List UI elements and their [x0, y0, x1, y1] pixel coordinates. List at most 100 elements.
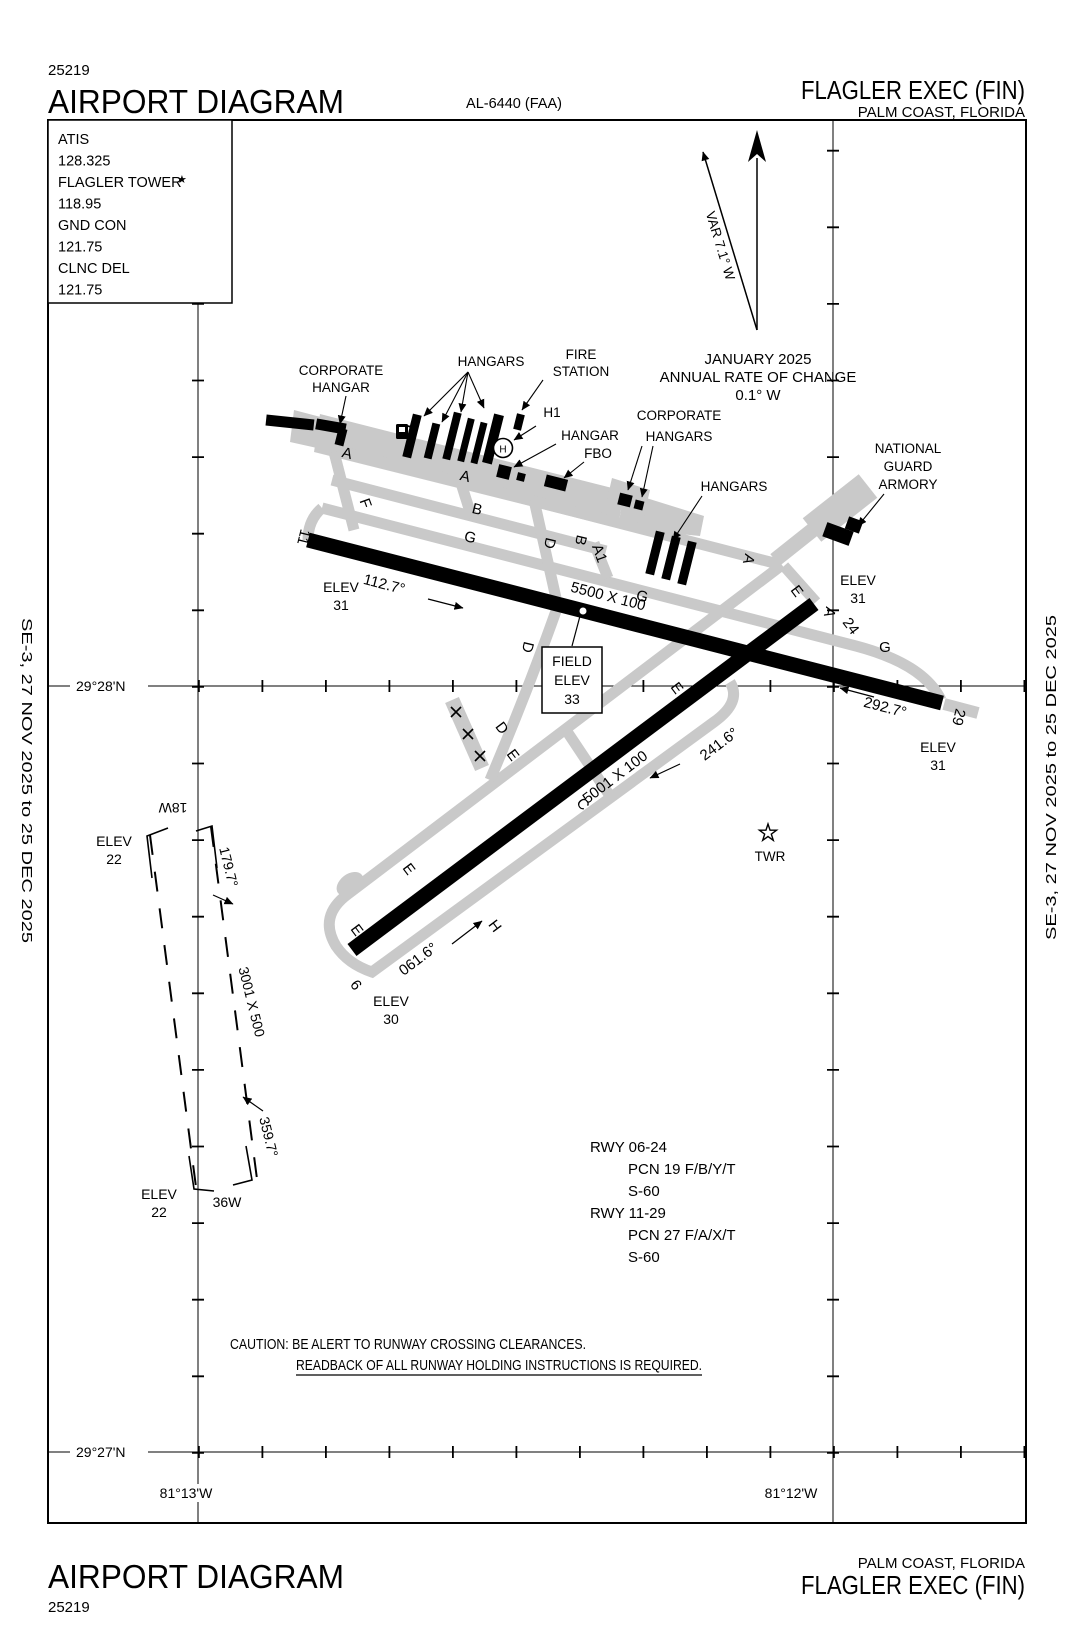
comm-line: 118.95 — [58, 197, 101, 213]
taxiway-label-b: B — [571, 533, 590, 547]
taxiway-label-b: B — [470, 500, 484, 519]
heading-24-arrow — [649, 763, 681, 779]
taxiway-network — [290, 410, 980, 979]
compass-rose: VAR 7.1° W JANUARY 2025 ANNUAL RATE OF C… — [660, 130, 856, 404]
field-elev-value: 33 — [564, 691, 580, 707]
field-elevation-leader — [571, 615, 581, 647]
longitude-label-right: 81°12'W — [765, 1485, 818, 1501]
fire-station-label-2: STATION — [553, 364, 610, 379]
taxiway-label-a: A — [739, 552, 758, 566]
rwy1129-pcn: PCN 27 F/A/X/T — [628, 1227, 736, 1244]
comm-line: CLNC DEL — [58, 261, 130, 277]
header-chart-number: 25219 — [48, 62, 90, 79]
header-airport-name: FLAGLER EXEC (FIN) — [801, 75, 1025, 105]
heading-36: 359.7° — [256, 1115, 281, 1158]
armory-label-3: ARMORY — [878, 477, 937, 492]
buildings — [265, 411, 864, 586]
runway-end-18w: 18W — [158, 800, 188, 816]
latitude-label-top: 29°28'N — [76, 678, 126, 694]
runup-pad — [336, 871, 364, 897]
taxiway-label-g: G — [879, 639, 891, 656]
comm-line: 121.75 — [58, 283, 102, 299]
runway-end-6: 6 — [346, 977, 365, 994]
corporate-hangar-building-3 — [334, 427, 348, 447]
hangar-label: HANGAR — [561, 428, 619, 443]
corporate-hangar-label-2: HANGAR — [312, 380, 370, 395]
true-north-arrowhead-icon — [748, 130, 766, 162]
hangars-nw-label: HANGARS — [458, 354, 525, 369]
connector-b — [454, 478, 478, 520]
taxiway-label-a: A — [458, 467, 472, 486]
taxiway-label-g: G — [462, 528, 477, 547]
graticule — [48, 120, 1026, 1523]
taxiway-label-e: E — [399, 860, 419, 878]
grid-labels: 29°28'N 29°27'N 81°13'W 81°12'W — [70, 677, 824, 1502]
part-time-star-icon: ★ — [177, 174, 187, 186]
corporate-hangars-label-2: HANGARS — [646, 429, 713, 444]
hangar-building — [457, 417, 475, 463]
heading-18: 179.7° — [216, 845, 241, 888]
fbo-label: FBO — [584, 446, 612, 461]
taxiway-g — [320, 502, 946, 703]
elev-18-label: ELEV — [96, 833, 132, 849]
rwy0624-title: RWY 06-24 — [590, 1139, 667, 1156]
magnetic-north-arrow — [701, 151, 758, 331]
hangar-building-south — [496, 464, 512, 480]
armory-building — [822, 522, 854, 546]
right-margin-effective-dates: SE-3, 27 NOV 2025 to 25 DEC 2025 — [1043, 615, 1060, 940]
runway-end-24: 24 — [839, 615, 863, 639]
se-hangar-building — [677, 540, 697, 586]
header-chart-code: AL-6440 (FAA) — [466, 96, 562, 112]
closed-taxiway-x-marks — [450, 706, 486, 762]
comm-line: GND CON — [58, 218, 126, 234]
elev-36-label: ELEV — [141, 1186, 177, 1202]
comm-line: FLAGLER TOWER — [58, 175, 182, 191]
runway-end-11: 11 — [293, 527, 313, 546]
variation-date: JANUARY 2025 — [704, 351, 811, 368]
hangars-se-label: HANGARS — [701, 479, 768, 494]
left-margin-effective-dates: SE-3, 27 NOV 2025 to 25 DEC 2025 — [18, 618, 35, 943]
hangar-building — [470, 421, 488, 465]
page-title: AIRPORT DIAGRAM — [48, 83, 344, 120]
se-hangar-building — [661, 535, 681, 581]
heading-11-arrow — [427, 598, 464, 610]
footer: AIRPORT DIAGRAM 25219 PALM COAST, FLORID… — [48, 1555, 1025, 1616]
taxiway-d-south — [484, 609, 562, 783]
elev-24-label: ELEV — [840, 572, 876, 588]
runway-data-notes: RWY 06-24 PCN 19 F/B/Y/T S-60 RWY 11-29 … — [590, 1139, 736, 1266]
taxiway-label-d: D — [540, 536, 559, 551]
corporate-hangars-building-1 — [617, 492, 633, 508]
hangar-building — [482, 413, 504, 465]
taxiway-d-north — [528, 498, 562, 600]
taxiway-label-g: G — [634, 587, 649, 606]
elev-11-value: 31 — [333, 597, 349, 613]
runway-18w-36w — [146, 824, 258, 1192]
taxiway-a-stub-24 — [779, 562, 821, 606]
elev-18-value: 22 — [106, 851, 122, 867]
corporate-hangars-label-1: CORPORATE — [637, 408, 722, 423]
elev-6-value: 30 — [383, 1011, 399, 1027]
field-elevation-box: FIELD ELEV 33 — [541, 646, 603, 714]
elev-11-label: ELEV — [323, 579, 359, 595]
header: 25219 AIRPORT DIAGRAM AL-6440 (FAA) FLAG… — [48, 62, 1025, 121]
corporate-hangar-building-1 — [265, 414, 315, 431]
rwy1129-strength: S-60 — [628, 1249, 660, 1266]
rate-of-change-value: 0.1° W — [735, 387, 781, 404]
helipad-symbol: H — [492, 437, 514, 459]
helipad-h: H — [499, 445, 506, 456]
threshold-bracket-36w — [188, 1155, 215, 1192]
heading-36-arrow — [242, 1096, 264, 1112]
rwy1129-title: RWY 11-29 — [590, 1205, 666, 1222]
rwy0624-pcn: PCN 19 F/B/Y/T — [628, 1161, 736, 1178]
tower-symbol: TWR — [755, 821, 786, 864]
elev-24-value: 31 — [850, 590, 866, 606]
runway-18w-36w-dimensions: 3001 X 500 — [235, 965, 268, 1039]
comm-line: ATIS — [58, 132, 89, 148]
heading-11: 112.7° — [361, 571, 406, 598]
taxiway-g-11end — [302, 503, 326, 541]
taxiway-a — [318, 440, 780, 570]
threshold-bracket-36w-right — [232, 1145, 253, 1186]
elev-29-value: 31 — [930, 757, 946, 773]
